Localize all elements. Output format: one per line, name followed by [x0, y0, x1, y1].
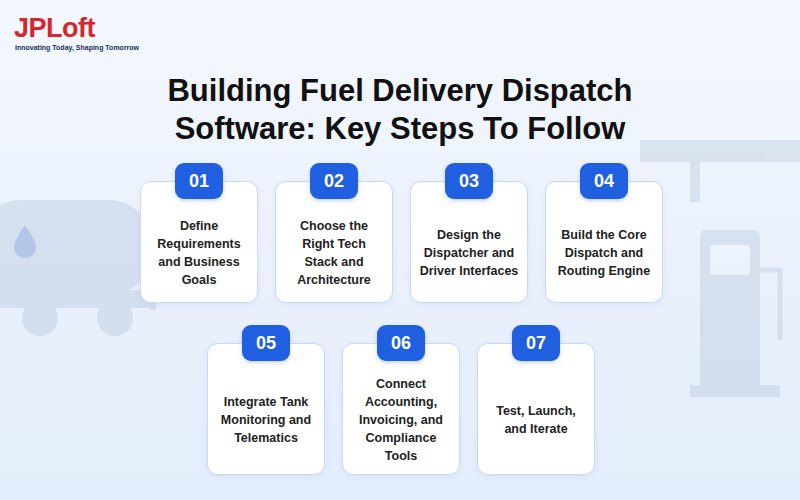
step-card: Test, Launch, and Iterate07: [477, 343, 595, 475]
step-label: Connect Accounting, Invoicing, and Compl…: [351, 375, 451, 465]
step-number: 06: [391, 333, 411, 354]
step-number: 03: [459, 171, 479, 192]
step-number-badge: 02: [310, 163, 358, 199]
step-number-badge: 06: [377, 325, 425, 361]
fuel-truck: [0, 200, 156, 336]
step-number: 04: [594, 171, 614, 192]
step-card: Build the Core Dispatch and Routing Engi…: [545, 181, 663, 303]
step-label: Test, Launch, and Iterate: [486, 402, 586, 438]
step-label: Build the Core Dispatch and Routing Engi…: [554, 226, 654, 280]
step-number-badge: 07: [512, 325, 560, 361]
step-label: Choose the Right Tech Stack and Architec…: [284, 217, 384, 289]
step-card: Integrate Tank Monitoring and Telematics…: [207, 343, 325, 475]
step-card: Design the Dispatcher and Driver Interfa…: [410, 181, 528, 303]
step-card: Choose the Right Tech Stack and Architec…: [275, 181, 393, 303]
step-label: Design the Dispatcher and Driver Interfa…: [419, 226, 519, 280]
step-card: Connect Accounting, Invoicing, and Compl…: [342, 343, 460, 475]
step-number-badge: 03: [445, 163, 493, 199]
fuel-drop-icon: [14, 225, 36, 258]
step-number-badge: 04: [580, 163, 628, 199]
brand-logo: JPLoft: [14, 14, 95, 42]
step-label: Define Requirements and Business Goals: [149, 217, 249, 289]
step-number: 02: [324, 171, 344, 192]
step-number-badge: 05: [242, 325, 290, 361]
step-number-badge: 01: [175, 163, 223, 199]
fuel-station: [640, 140, 800, 397]
step-number: 05: [256, 333, 276, 354]
step-label: Integrate Tank Monitoring and Telematics: [216, 393, 316, 447]
step-number: 07: [526, 333, 546, 354]
step-number: 01: [189, 171, 209, 192]
diagram-title: Building Fuel Delivery Dispatch Software…: [100, 72, 700, 148]
brand-tagline: Innovating Today, Shaping Tomorrow: [15, 44, 139, 51]
step-card: Define Requirements and Business Goals01: [140, 181, 258, 303]
